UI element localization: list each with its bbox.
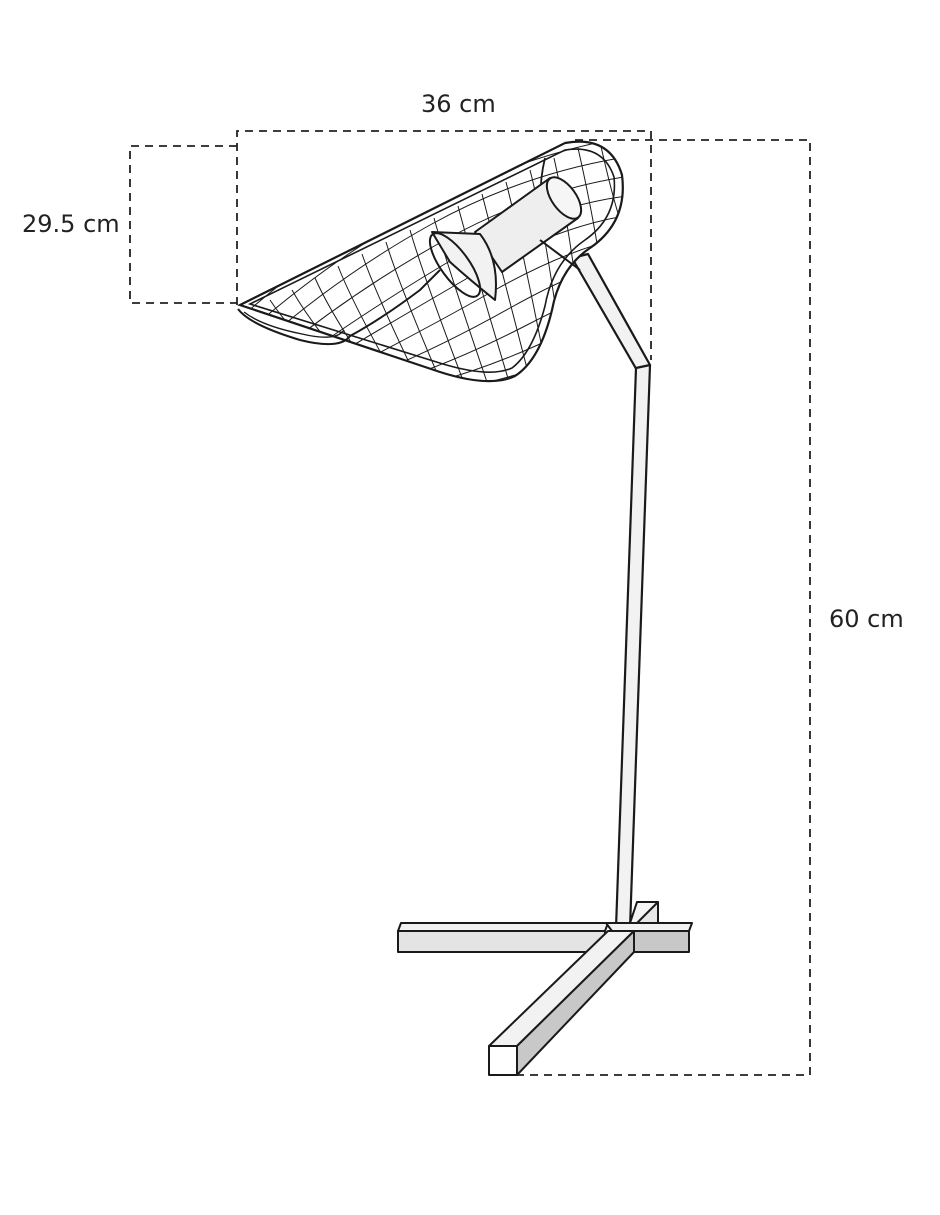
- total-height-label: 60 cm: [829, 605, 904, 633]
- dimension-lines: [129, 130, 811, 1076]
- width-dimension-line: [236, 130, 652, 360]
- shade-body: [240, 141, 623, 382]
- shade-rim: [237, 140, 624, 383]
- lamp-shade: [237, 140, 624, 383]
- lamp-base: [397, 901, 693, 1076]
- total-height-dimension-line: [517, 139, 811, 1076]
- shade-height-dimension-line: [129, 145, 237, 304]
- shade-rim-inner: [247, 148, 616, 373]
- width-label: 36 cm: [421, 90, 496, 118]
- bulb-socket: [428, 176, 583, 301]
- shade-lip: [237, 269, 441, 346]
- shade-height-label: 29.5 cm: [22, 210, 120, 238]
- lamp-arm: [570, 252, 652, 930]
